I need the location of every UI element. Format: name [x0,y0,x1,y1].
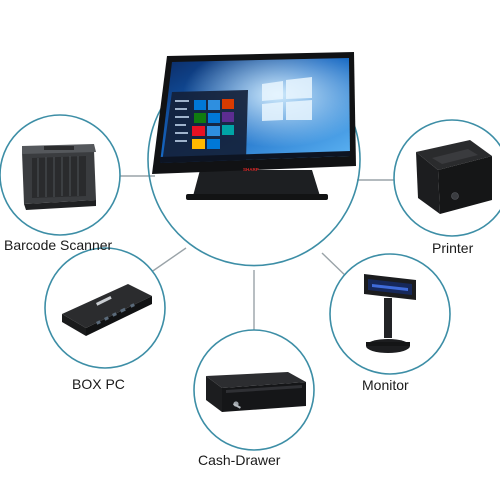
label-monitor: Monitor [362,377,409,393]
barcode-scanner-icon [22,144,96,210]
label-printer: Printer [432,240,474,256]
terminal-brand-text: SHARP [243,167,259,172]
pos-terminal-icon: SHARP [152,52,356,200]
center-ring [147,101,361,267]
taskbar [160,151,350,163]
terminal-stand [193,170,320,196]
customer-display-icon [364,274,416,353]
label-barcode-scanner: Barcode Scanner [4,237,113,253]
cash-drawer-icon [206,372,306,412]
receipt-printer-icon [416,140,492,214]
label-cash-drawer: Cash-Drawer [198,452,281,468]
connector-boxpc [146,247,187,276]
label-box-pc: BOX PC [72,376,125,392]
box-pc-icon [62,284,152,336]
